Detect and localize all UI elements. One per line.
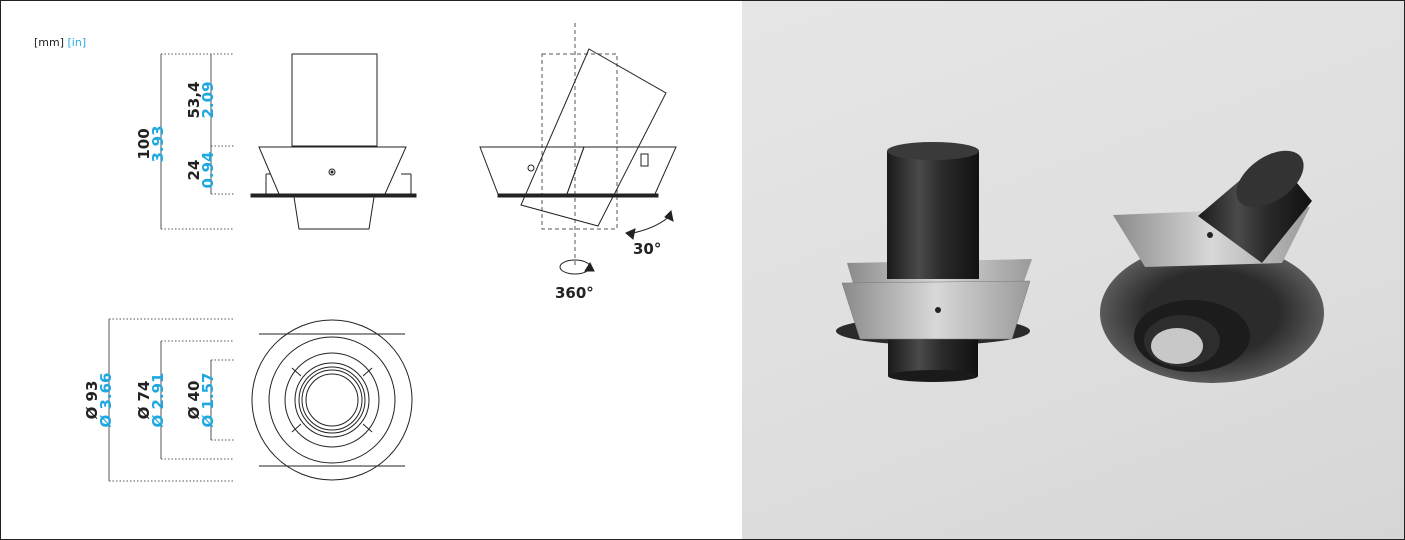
top-view — [108, 318, 413, 482]
dim-total-in: 3.93 — [149, 125, 167, 162]
dim-middle-mm: Ø 74 — [135, 381, 153, 420]
dim-inner-mm: Ø 40 — [185, 381, 203, 420]
dim-outer-in: Ø 3.66 — [97, 373, 115, 428]
dim-upper-in: 2.09 — [199, 81, 217, 118]
tilt-view — [479, 23, 677, 275]
units-legend: [mm] [in] — [34, 36, 86, 49]
units-mm: [mm] — [34, 36, 65, 49]
product-render — [836, 142, 1324, 383]
technical-drawing-panel: [mm] [in] — [1, 1, 742, 539]
fixture-tilted — [1100, 150, 1324, 383]
rotation-angle-label: 360° — [555, 284, 594, 302]
product-photo-panel — [742, 1, 1404, 539]
dim-outer-mm: Ø 93 — [83, 381, 101, 420]
units-in: [in] — [67, 36, 87, 49]
dim-inner-in: Ø 1.57 — [199, 373, 217, 428]
dim-total-mm: 100 — [135, 128, 153, 159]
dim-middle-in: Ø 2.91 — [149, 373, 167, 428]
dim-lower-mm: 24 — [185, 160, 203, 181]
drawing-svg: 100 3.93 53,4 2.09 24 0.94 30° 360° Ø 93… — [83, 23, 677, 482]
dim-upper-mm: 53,4 — [185, 81, 203, 118]
dim-lower-in: 0.94 — [199, 151, 217, 188]
fixture-straight — [836, 142, 1032, 382]
tilt-angle-label: 30° — [633, 240, 661, 258]
side-view — [160, 53, 417, 230]
